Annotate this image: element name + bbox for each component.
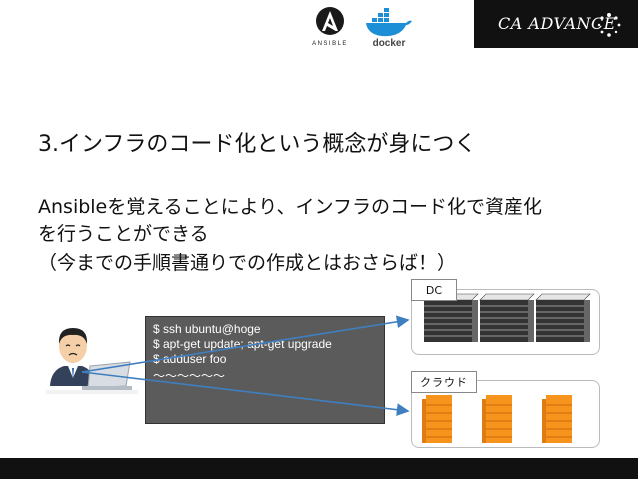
rack-server-icon xyxy=(423,293,479,342)
brand-banner xyxy=(474,0,638,48)
ec2-instance-icons xyxy=(422,395,572,443)
ec2-instance-icon xyxy=(542,395,572,443)
brand-dots-icon xyxy=(597,13,621,37)
terminal-line: $ ssh ubuntu@hoge xyxy=(153,322,261,336)
terminal-line: $ adduser foo xyxy=(153,352,227,366)
ansible-logo: ANSIBLE xyxy=(312,7,348,47)
ec2-instance-icon xyxy=(422,395,452,443)
body-text-line: Ansibleを覚えることにより、インフラのコード化で資産化 xyxy=(38,196,542,218)
rack-server-icon xyxy=(479,293,535,342)
docker-logo-text: docker xyxy=(373,38,406,48)
cloud-box xyxy=(411,380,600,448)
docker-logo: docker xyxy=(366,8,412,48)
ec2-instance-icon xyxy=(482,395,512,443)
body-text-line: を行うことができる xyxy=(38,223,209,245)
terminal-line: ～～～～～～ xyxy=(153,369,226,383)
rack-server-icon xyxy=(535,293,591,342)
footer-bar xyxy=(0,458,638,479)
terminal-window: $ ssh ubuntu@hoge $ apt-get update; apt-… xyxy=(145,316,385,424)
slide-title: 3.インフラのコード化という概念が身につく xyxy=(38,132,477,157)
terminal-line: $ apt-get update; apt-get upgrade xyxy=(153,337,332,351)
brand-name: CA ADVANCE xyxy=(498,14,616,33)
cloud-label: クラウド xyxy=(411,371,477,393)
dc-label: DC xyxy=(411,279,457,301)
body-text-line: （今までの手順書通りでの作成とはおさらば！） xyxy=(38,252,457,274)
person-at-laptop-icon xyxy=(46,328,138,404)
ansible-logo-text: ANSIBLE xyxy=(312,41,348,47)
